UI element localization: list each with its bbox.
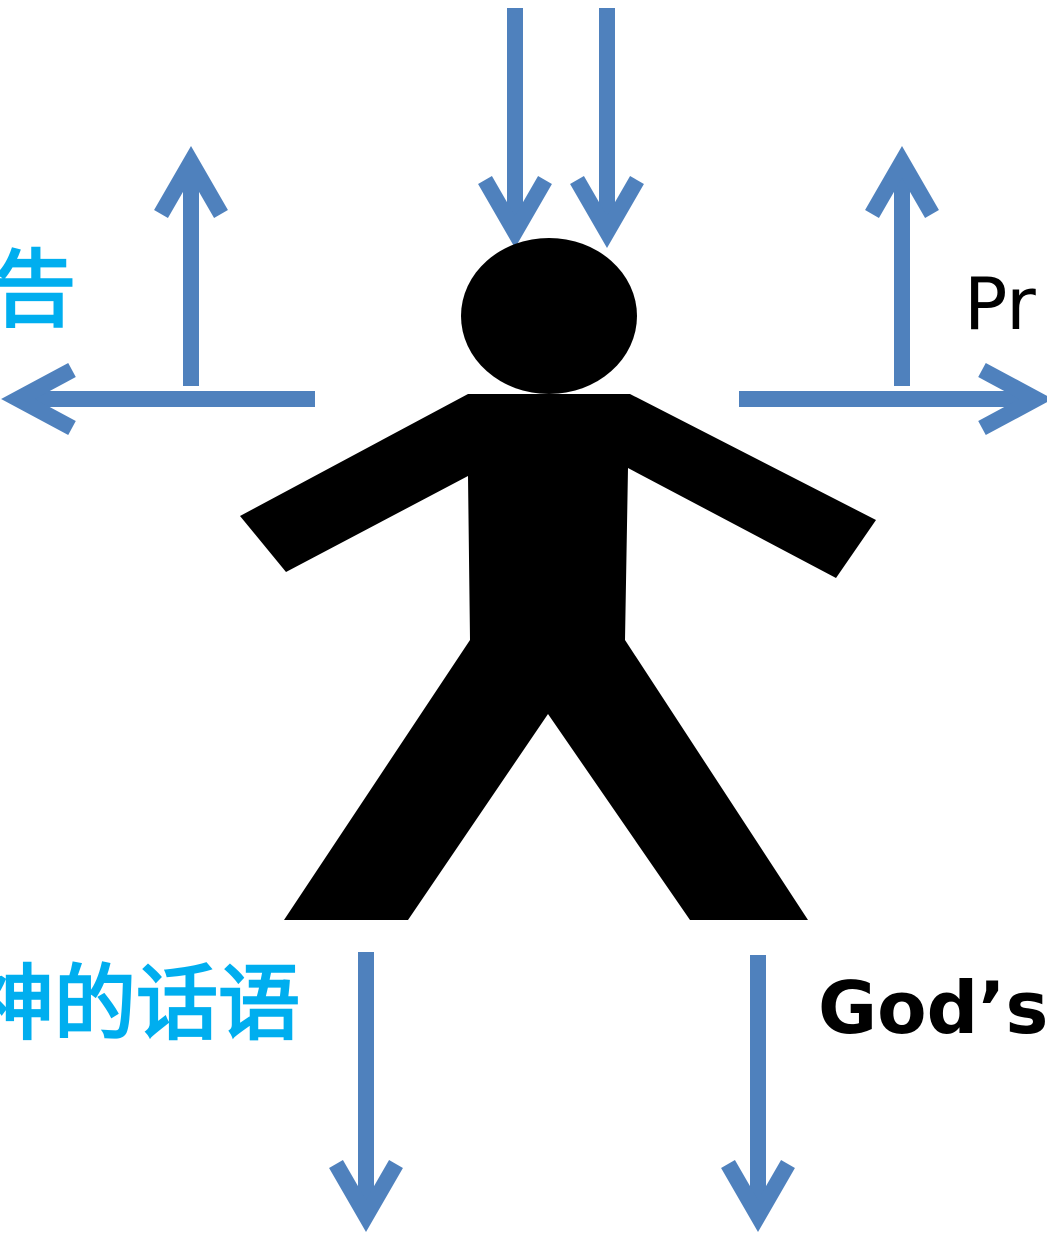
right-up-arrow — [865, 145, 939, 386]
left-horizontal-arrow — [1, 362, 315, 436]
bottom-left-down-arrow — [329, 952, 403, 1233]
left-top-label: 告 — [0, 241, 77, 339]
left-up-arrow — [154, 145, 228, 386]
bottom-right-down-arrow — [721, 955, 795, 1233]
top-left-down-arrow — [478, 8, 552, 249]
right-horizontal-arrow — [739, 362, 1047, 436]
right-top-label: Pr — [964, 262, 1036, 346]
right-bottom-label: God’s — [818, 966, 1047, 1050]
person-figure — [240, 238, 876, 920]
top-right-down-arrow — [570, 8, 644, 249]
person-body — [240, 394, 876, 920]
person-head — [461, 238, 637, 394]
left-bottom-label: 神的话语 — [0, 957, 301, 1052]
